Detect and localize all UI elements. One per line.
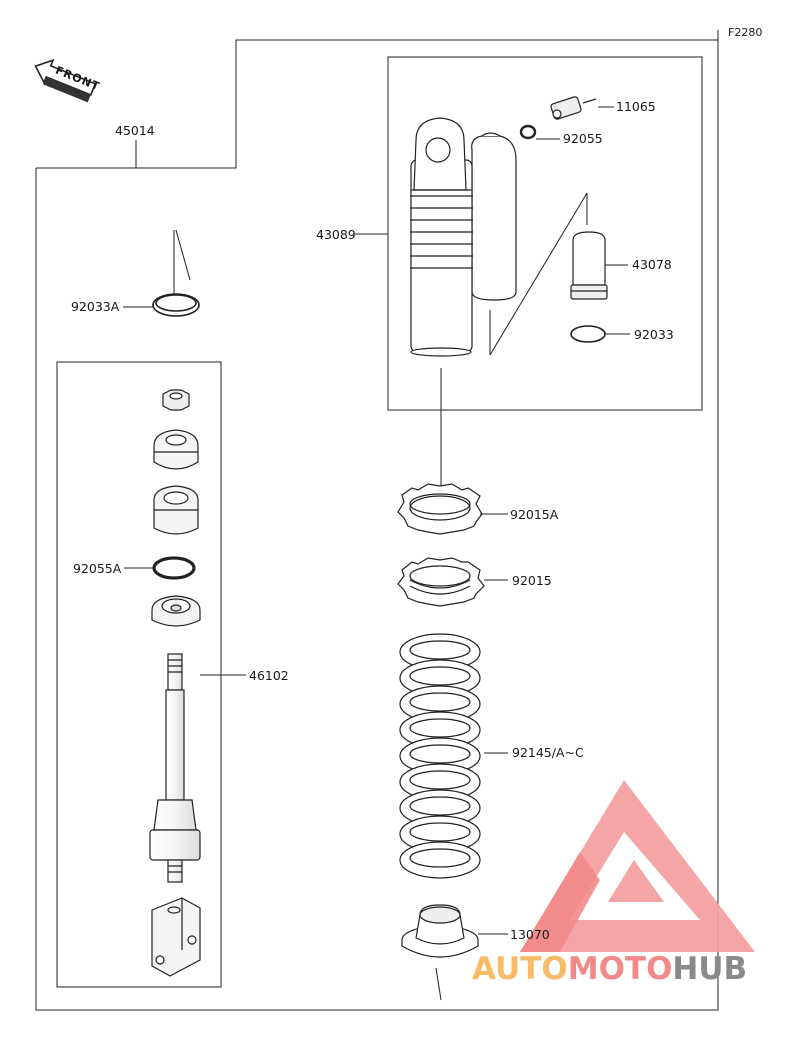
part-label-92055a[interactable]: 92055A <box>73 561 122 576</box>
spring-coil-inner <box>409 666 471 686</box>
damper-nut-illustration <box>162 389 190 411</box>
part-label-92033[interactable]: 92033 <box>634 327 674 342</box>
damper-rod-illustration <box>149 653 201 883</box>
circlip-illustration <box>570 325 606 343</box>
part-label-92033a[interactable]: 92033A <box>71 299 120 314</box>
part-label-13070[interactable]: 13070 <box>510 927 550 942</box>
part-label-46102[interactable]: 46102 <box>249 668 289 683</box>
spring-coil-inner <box>409 744 471 764</box>
watermark-auto: AUTO <box>472 951 568 987</box>
locknut-illustration <box>397 557 485 607</box>
oring-a-illustration <box>152 556 196 580</box>
spring-coil-inner <box>409 718 471 738</box>
part-label-92015[interactable]: 92015 <box>512 573 552 588</box>
spring-seat-illustration <box>401 904 479 958</box>
part-label-11065[interactable]: 11065 <box>616 99 656 114</box>
circlip-a-illustration <box>152 293 200 317</box>
watermark-hub: HUB <box>672 951 748 987</box>
leader-lines <box>123 106 630 935</box>
reservoir-cap-illustration <box>570 231 608 300</box>
part-label-92145[interactable]: 92145/A~C <box>512 745 584 760</box>
seal-head-illustration <box>151 595 201 627</box>
oring-top-illustration <box>519 124 537 140</box>
spring-coil-inner <box>409 796 471 816</box>
spring-coil-inner <box>409 770 471 790</box>
spring-coil-inner <box>409 640 471 660</box>
guide-lines <box>173 192 588 1001</box>
spring-coil-inner <box>409 848 471 868</box>
assembly-frame <box>35 30 719 1011</box>
part-label-92055[interactable]: 92055 <box>563 131 603 146</box>
part-label-43089[interactable]: 43089 <box>316 227 356 242</box>
clevis-illustration <box>151 897 201 977</box>
spring-coil-inner <box>409 822 471 842</box>
part-label-43078[interactable]: 43078 <box>632 257 672 272</box>
locknut-a-illustration <box>397 483 483 535</box>
part-label-45014[interactable]: 45014 <box>115 123 155 138</box>
spring-coil-inner <box>409 692 471 712</box>
bump-rubber-illustration <box>153 429 199 470</box>
diagram-code: F2280 <box>728 26 763 39</box>
watermark-moto: MOTO <box>567 951 673 987</box>
part-label-92015a[interactable]: 92015A <box>510 507 559 522</box>
shock-body-illustration <box>410 117 517 357</box>
automotohub-logo <box>520 780 755 952</box>
spring-illustration <box>399 633 481 879</box>
watermark-text: AUTOMOTOHUB <box>472 950 747 988</box>
front-arrow-icon <box>34 58 97 103</box>
bushing-illustration <box>153 485 199 535</box>
valve-illustration <box>550 96 597 120</box>
